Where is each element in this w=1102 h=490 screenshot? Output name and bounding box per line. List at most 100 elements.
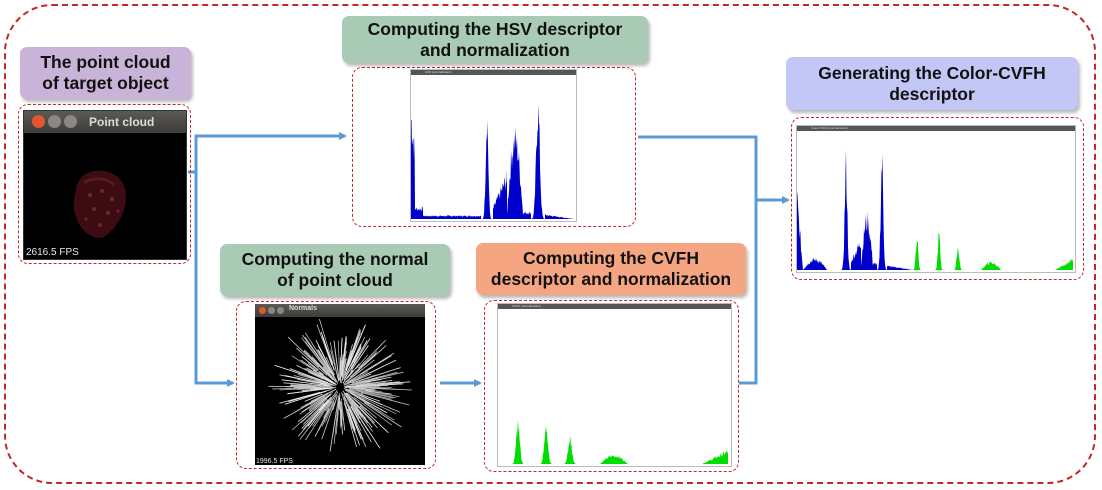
normal-vector <box>304 349 334 381</box>
normal-vector <box>345 407 353 429</box>
normal-vector <box>361 396 397 415</box>
normal-vector <box>322 366 337 383</box>
close-icon <box>32 115 45 128</box>
histogram-shape <box>512 419 524 464</box>
normal-vector <box>325 401 335 423</box>
normal-vector <box>297 374 335 386</box>
normal-vector <box>296 347 328 376</box>
normal-vector <box>352 381 370 386</box>
normal-vector <box>317 357 337 383</box>
normal-vector <box>351 351 378 377</box>
normal-vector <box>345 329 361 370</box>
histogram-shape <box>797 191 803 270</box>
normals-fps: 1996.5 FPS <box>256 458 293 465</box>
minimize-icon <box>268 307 275 314</box>
hsv-window-title: HSV (normalization) <box>425 70 452 74</box>
normal-vector <box>316 324 333 366</box>
histogram-shape <box>981 261 1001 270</box>
normal-vector <box>329 342 336 366</box>
normal-vector <box>365 390 392 395</box>
normal-vector <box>343 402 357 448</box>
normal-vector <box>321 391 339 427</box>
color-cvfh-histogram <box>797 149 1073 270</box>
normal-vector <box>358 394 383 405</box>
normal-vector <box>283 398 319 419</box>
normal-vector <box>340 344 353 384</box>
normal-vector <box>284 375 328 385</box>
normal-vector <box>301 399 329 429</box>
histogram-shape <box>493 169 507 219</box>
normal-vector <box>349 408 358 424</box>
normal-vector <box>284 390 327 405</box>
histogram-shape <box>803 258 827 270</box>
normal-vector <box>340 337 343 366</box>
normal-vector <box>350 338 371 370</box>
normal-vector <box>347 399 360 420</box>
histogram-shape <box>523 211 531 219</box>
normal-vector <box>355 345 387 374</box>
normal-vector <box>307 399 330 427</box>
histogram-shape <box>873 263 877 270</box>
minimize-icon <box>48 115 61 128</box>
normal-vector <box>305 391 332 406</box>
color-cvfh-histogram-window: Color-CVFH (normalization) <box>796 125 1076 273</box>
normal-vector <box>308 403 323 416</box>
color-cvfh-frame <box>791 117 1084 280</box>
normal-vector <box>342 369 354 384</box>
histogram-shape <box>877 154 887 270</box>
normal-vector <box>348 388 392 400</box>
arrow-hsv-out <box>638 135 758 200</box>
normal-vector <box>348 396 378 429</box>
normal-vector <box>337 340 341 379</box>
cvfh-window-title: CVFH (normalization) <box>512 304 541 308</box>
normal-vector <box>347 408 356 431</box>
normal-vector <box>356 389 400 397</box>
hsv-histogram <box>411 103 574 219</box>
cvfh-title: Computing the CVFH descriptor and normal… <box>476 243 746 295</box>
normal-vector <box>304 332 328 368</box>
normal-vector <box>353 396 393 426</box>
normal-vector <box>340 360 343 377</box>
color-cvfh-title: Generating the Color-CVFH descriptor <box>786 57 1078 110</box>
normal-vector <box>344 368 379 386</box>
normal-vector <box>307 362 324 375</box>
point-cloud-title: The point cloud of target object <box>20 47 191 99</box>
normal-vector <box>308 391 334 410</box>
arrow-to-normal <box>194 172 235 387</box>
normal-vector <box>297 404 326 437</box>
histogram-shape <box>411 119 423 219</box>
normal-vector <box>293 375 334 386</box>
normal-vector <box>348 326 366 365</box>
normal-vector <box>334 349 339 376</box>
normal-vector <box>341 358 347 378</box>
pipeline-frame <box>4 4 1096 484</box>
normal-vector <box>312 369 334 384</box>
normal-vector <box>363 367 399 380</box>
normal-vector <box>358 352 395 376</box>
normal-vector <box>306 367 336 385</box>
normal-vector <box>345 343 362 375</box>
normal-vector <box>332 395 338 411</box>
normals-window: Normals 1996.5 FPS <box>255 304 425 465</box>
histogram-shape <box>861 211 873 270</box>
point-cloud-frame <box>18 104 191 264</box>
normal-vector <box>344 392 359 408</box>
strawberry-image <box>73 170 126 238</box>
normal-vector <box>341 337 347 376</box>
normal-vector <box>308 394 331 412</box>
normal-vector <box>321 402 335 440</box>
normal-vector <box>333 397 340 445</box>
arrow-cvfh-out <box>739 200 758 385</box>
normal-vector <box>347 405 358 427</box>
normal-vector <box>361 394 381 402</box>
normal-vector <box>343 387 364 395</box>
point-cloud-fps: 2616.5 FPS <box>26 247 79 258</box>
normal-vector <box>288 389 332 402</box>
normal-vector <box>304 393 323 402</box>
normal-vector <box>305 400 332 441</box>
normal-vector <box>343 340 368 381</box>
normal-vector <box>319 318 334 364</box>
normal-vector <box>300 359 318 372</box>
normal-vector <box>368 383 402 386</box>
histogram-shape <box>702 450 728 464</box>
